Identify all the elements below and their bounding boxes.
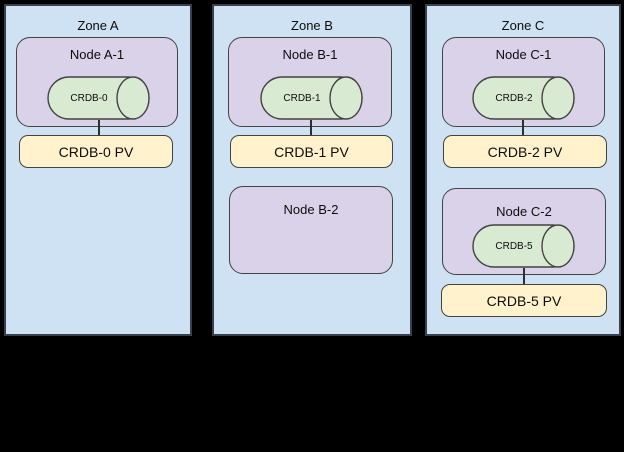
- node-c-2-title: Node C-2: [496, 204, 552, 219]
- zone-a-title: Zone A: [77, 18, 119, 33]
- cylinder-shape: [472, 224, 575, 268]
- connector-c2: [523, 268, 525, 284]
- node-b-2: Node B-2: [229, 186, 393, 274]
- node-b-1-title: Node B-1: [282, 47, 338, 62]
- connector-b: [310, 120, 312, 136]
- cylinder-shape: [47, 76, 150, 120]
- cylinder-shape: [260, 76, 363, 120]
- zone-a: Zone A Node A-1 CRDB-0 CRDB-0 PV: [4, 4, 192, 336]
- crdb-1-pv-label: CRDB-1 PV: [274, 143, 349, 160]
- crdb-5-pv-box: CRDB-5 PV: [441, 284, 607, 317]
- zone-b: Zone B Node B-1 CRDB-1 CRDB-1 PV Node B-…: [212, 4, 412, 336]
- zone-c: Zone C Node C-1 CRDB-2 CRDB-2 PV Node C-…: [425, 4, 621, 336]
- crdb-0-cylinder-icon: CRDB-0: [47, 76, 150, 120]
- crdb-0-label: CRDB-0: [70, 92, 108, 104]
- crdb-1-label: CRDB-1: [283, 92, 321, 104]
- crdb-5-label: CRDB-5: [495, 240, 533, 252]
- zone-c-title: Zone C: [501, 18, 545, 33]
- crdb-2-label: CRDB-2: [495, 92, 533, 104]
- crdb-2-pv-box: CRDB-2 PV: [443, 135, 607, 168]
- connector-a: [98, 120, 100, 136]
- crdb-5-cylinder-icon: CRDB-5: [472, 224, 575, 268]
- crdb-2-pv-label: CRDB-2 PV: [487, 143, 563, 160]
- zone-b-title: Zone B: [291, 18, 333, 33]
- node-a-1-title: Node A-1: [69, 47, 125, 62]
- crdb-2-cylinder-icon: CRDB-2: [472, 76, 575, 120]
- crdb-0-pv-box: CRDB-0 PV: [19, 135, 173, 168]
- node-c-1-title: Node C-1: [495, 47, 552, 62]
- crdb-0-pv-label: CRDB-0 PV: [58, 143, 134, 160]
- crdb-1-cylinder-icon: CRDB-1: [260, 76, 363, 120]
- crdb-5-pv-label: CRDB-5 PV: [486, 292, 562, 309]
- connector-c1: [522, 120, 524, 136]
- node-b-2-title: Node B-2: [283, 202, 339, 217]
- cylinder-shape: [472, 76, 575, 120]
- crdb-1-pv-box: CRDB-1 PV: [230, 135, 393, 168]
